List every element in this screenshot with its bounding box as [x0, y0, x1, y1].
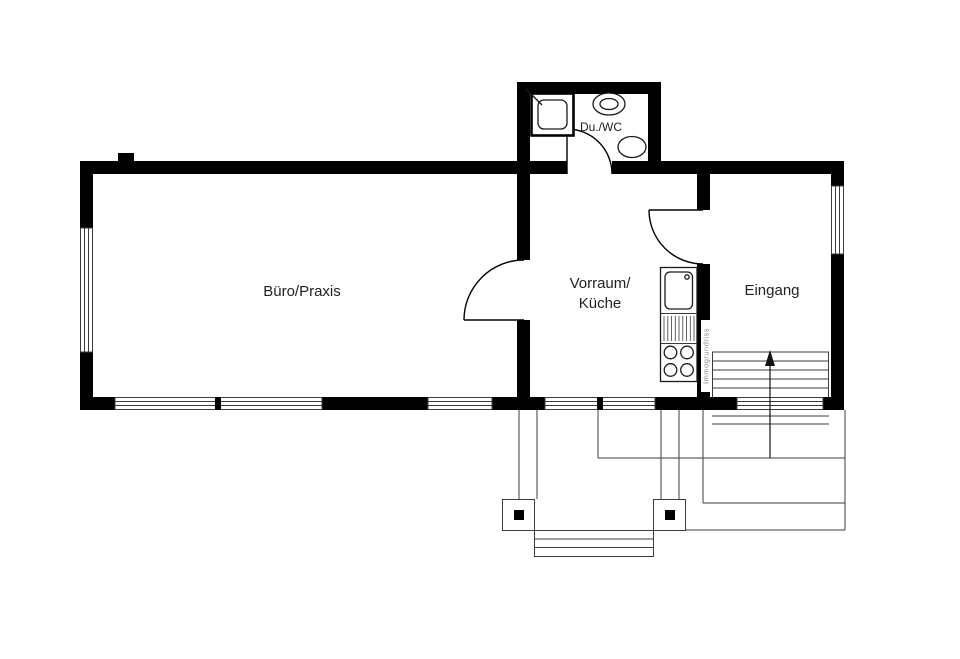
wall-interior-eingang-upper: [697, 174, 710, 210]
bathroom-fixtures: [525, 88, 647, 159]
window-mullion: [215, 397, 221, 410]
window-bottom-vorraum: [544, 397, 656, 410]
window-mullion: [597, 397, 603, 410]
porch: [502, 410, 846, 557]
door-eingang: [648, 209, 704, 265]
wall-interior-buero-upper: [517, 174, 530, 260]
kitchen-drainer: [663, 316, 695, 341]
arrow-head: [765, 350, 775, 366]
wall-bath-bottom-b: [612, 161, 648, 174]
kitchen-sink: [664, 271, 694, 310]
wall-bath-bottom-a: [530, 161, 567, 174]
label-buero: Büro/Praxis: [263, 283, 341, 300]
room-labels: Büro/Praxis Vorraum/ Küche Eingang Du./W…: [263, 120, 799, 312]
label-bad: Du./WC: [580, 120, 622, 134]
wall-interior-buero-lower: [517, 320, 530, 397]
watermark-text: Immogrundriss: [702, 328, 711, 384]
wall-bath-right: [648, 82, 661, 174]
window-right: [831, 185, 844, 255]
sink: [592, 92, 626, 116]
direction-arrow: [765, 350, 775, 458]
kitchen-tap: [684, 274, 690, 280]
kitchen-unit: [659, 266, 698, 383]
window-bottom-buero-2: [427, 397, 493, 410]
windows: [80, 185, 844, 410]
wall-joint-mark: [118, 153, 134, 161]
toilet: [617, 135, 647, 159]
label-vorraum-line2: Küche: [579, 295, 622, 312]
window-left: [80, 227, 93, 353]
stove-burners: [663, 345, 694, 377]
porch-steps: [534, 530, 654, 557]
porch-post-left: [502, 499, 535, 531]
door-buero: [463, 259, 525, 321]
entrance-glazing: [736, 397, 824, 410]
wall-bath-top: [517, 82, 661, 94]
porch-post-right: [653, 499, 686, 531]
window-bottom-buero: [114, 397, 323, 410]
wall-top-left: [80, 161, 517, 174]
label-eingang: Eingang: [744, 282, 799, 299]
shower-tray: [525, 88, 575, 137]
wall-top-right: [660, 161, 844, 174]
wall-bath-left: [517, 82, 530, 174]
label-vorraum-line1: Vorraum/: [570, 275, 632, 292]
terrace-outline: [597, 410, 846, 531]
watermark: Immogrundriss: [701, 320, 712, 392]
